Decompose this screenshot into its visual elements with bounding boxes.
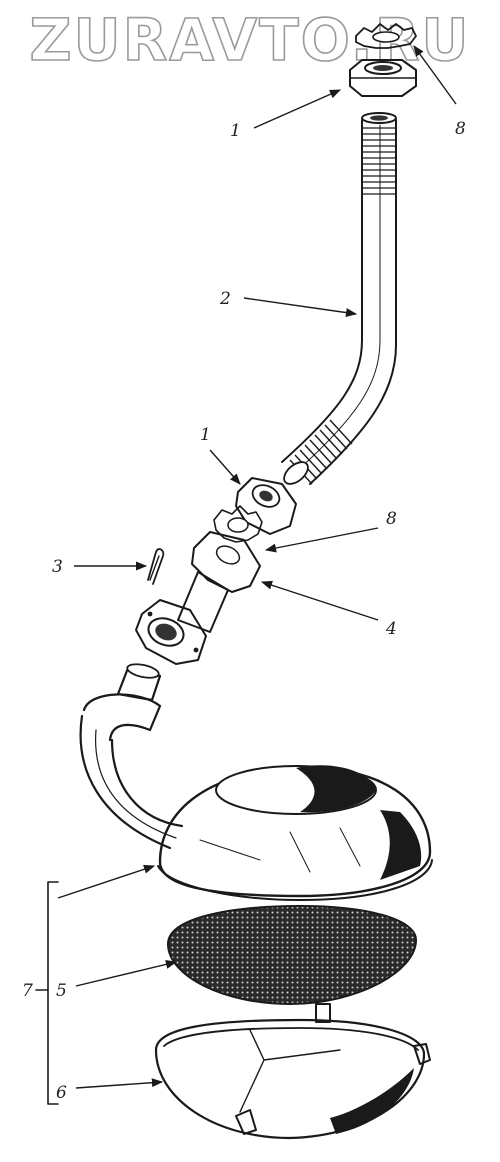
callout-3: 3 [52,557,63,577]
cover-icon [154,1003,431,1140]
callout-2: 2 [219,289,231,309]
callout-8-top: 8 [455,119,466,139]
callout-5: 5 [56,981,67,1001]
tube-icon [281,112,397,485]
callout-1-middle: 1 [200,425,211,445]
top-nut-icon [349,59,417,97]
middle-nut-icon [235,477,297,535]
callout-1-top: 1 [230,121,241,141]
middle-washer-icon [213,505,263,543]
watermark-text: ZURAVTO.RU [29,6,470,74]
callout-6: 6 [56,1083,67,1103]
callout-8-middle: 8 [386,509,397,529]
receiver-icon [79,663,433,901]
leader-lines [57,45,457,1089]
top-washer-icon [355,23,417,49]
mesh-icon [166,904,418,1006]
group-bracket [35,881,59,1105]
fitting-icon [135,531,261,665]
callout-4: 4 [385,619,397,639]
callout-7: 7 [22,981,33,1001]
cotter-pin-icon [147,548,165,585]
